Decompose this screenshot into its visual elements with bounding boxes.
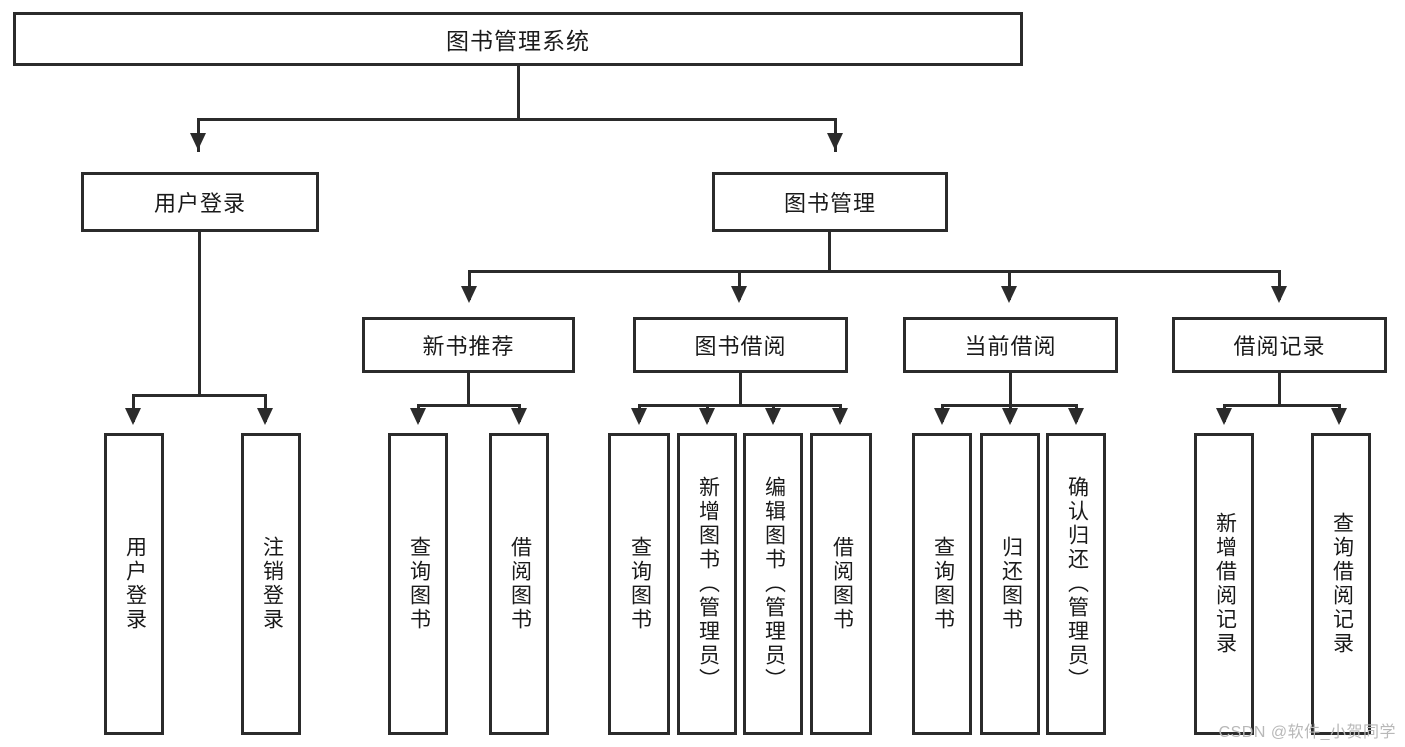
arrow-down-icon [1331,408,1347,425]
arrow-down-icon [1002,408,1018,425]
node-new-book-recommend[interactable]: 新书推荐 [362,317,575,373]
leaf-add-borrow-record[interactable]: 新增借阅记录 [1194,433,1254,735]
leaf-label: 查询图书 [628,536,652,632]
leaf-label: 查询图书 [931,536,955,632]
arrow-down-icon [832,408,848,425]
leaf-query-book-new[interactable]: 查询图书 [388,433,448,735]
edge-current-borrow-stem [1009,373,1012,406]
edge-borrow-record-stem [1278,373,1281,406]
arrow-down-icon [1068,408,1084,425]
arrow-down-icon [731,286,747,303]
edge-root-bus [197,118,837,121]
node-book-borrow[interactable]: 图书借阅 [633,317,848,373]
leaf-label: 确认归还（管理员） [1065,476,1089,692]
edge-borrow-record-bus [1223,404,1341,407]
arrow-down-icon [1001,286,1017,303]
leaf-user-login[interactable]: 用户登录 [104,433,164,735]
leaf-label: 新增图书（管理员） [696,476,720,692]
leaf-label: 归还图书 [999,536,1023,632]
edge-new-book-bus [417,404,521,407]
arrow-down-icon [190,133,206,150]
arrow-down-icon [1216,408,1232,425]
edge-book-manage-bus [468,270,1281,273]
edge-new-book-stem [467,373,470,406]
arrow-down-icon [461,286,477,303]
arrow-down-icon [699,408,715,425]
leaf-confirm-return-admin[interactable]: 确认归还（管理员） [1046,433,1106,735]
arrow-down-icon [410,408,426,425]
arrow-down-icon [511,408,527,425]
arrow-down-icon [765,408,781,425]
leaf-label: 借阅图书 [830,536,854,632]
leaf-borrow-book-new[interactable]: 借阅图书 [489,433,549,735]
edge-drop-book-borrow [738,270,741,300]
csdn-watermark: CSDN @软件_小贺同学 [1218,724,1396,741]
leaf-edit-book-admin[interactable]: 编辑图书（管理员） [743,433,803,735]
edge-drop-current-borrow [1008,270,1011,300]
leaf-label: 用户登录 [123,536,147,632]
edge-book-borrow-bus [638,404,842,407]
edge-root-stem [517,66,520,120]
leaf-label: 编辑图书（管理员） [762,476,786,692]
leaf-user-logout[interactable]: 注销登录 [241,433,301,735]
arrow-down-icon [934,408,950,425]
edge-user-login-bus [132,394,267,397]
leaf-add-book-admin[interactable]: 新增图书（管理员） [677,433,737,735]
edge-user-login-stem [198,232,201,396]
arrow-down-icon [827,133,843,150]
leaf-query-book-current[interactable]: 查询图书 [912,433,972,735]
leaf-query-borrow-record[interactable]: 查询借阅记录 [1311,433,1371,735]
arrow-down-icon [257,408,273,425]
leaf-return-book[interactable]: 归还图书 [980,433,1040,735]
leaf-label: 注销登录 [260,536,284,632]
node-borrow-record[interactable]: 借阅记录 [1172,317,1387,373]
arrow-down-icon [125,408,141,425]
edge-book-borrow-stem [739,373,742,406]
leaf-label: 新增借阅记录 [1213,512,1237,656]
leaf-borrow-book[interactable]: 借阅图书 [810,433,872,735]
node-book-manage[interactable]: 图书管理 [712,172,948,232]
leaf-label: 查询图书 [407,536,431,632]
edge-drop-new-book [468,270,471,300]
edge-drop-borrow-record [1278,270,1281,300]
arrow-down-icon [1271,286,1287,303]
arrow-down-icon [631,408,647,425]
node-current-borrow[interactable]: 当前借阅 [903,317,1118,373]
leaf-label: 查询借阅记录 [1330,512,1354,656]
node-user-login[interactable]: 用户登录 [81,172,319,232]
leaf-label: 借阅图书 [508,536,532,632]
leaf-query-book-borrow[interactable]: 查询图书 [608,433,670,735]
node-root-system[interactable]: 图书管理系统 [13,12,1023,66]
edge-book-manage-stem [828,232,831,272]
